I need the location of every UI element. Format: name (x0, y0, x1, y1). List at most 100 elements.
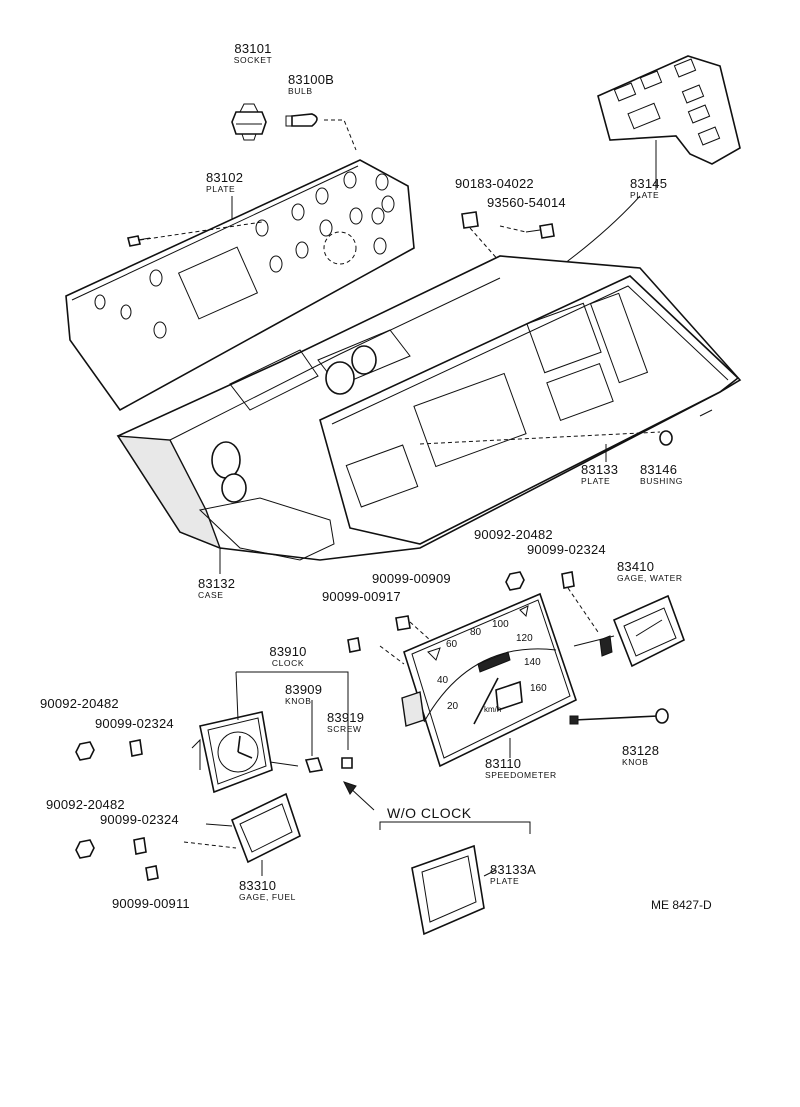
clock-screw-drawing (341, 757, 353, 769)
meter-case-drawing (116, 255, 742, 561)
part-label-90099-00909: 90099-00909 (372, 572, 451, 585)
part-number: 83101 (234, 41, 272, 56)
part-name: KNOB (622, 757, 649, 767)
part-number: 90092-20482 (40, 696, 119, 711)
part-name: PLATE (490, 876, 520, 886)
part-number: 90099-00909 (372, 571, 451, 586)
right-nuts-drawing (505, 571, 599, 633)
part-label-90099-right: 90099-02324 (527, 543, 606, 556)
part-number: 93560-54014 (487, 195, 566, 210)
printed-plate-drawing (65, 159, 415, 412)
part-label-83145: 83145 PLATE (630, 177, 667, 200)
part-label-83919: 83919 SCREW (327, 711, 364, 734)
part-name: SOCKET (233, 55, 273, 65)
part-number: 90099-02324 (100, 812, 179, 827)
speed-tick-80: 80 (470, 627, 482, 638)
left-nuts-drawing (75, 739, 147, 859)
speed-tick-160: 160 (530, 683, 547, 694)
part-label-83910: 83910 CLOCK (269, 645, 306, 668)
part-name: CASE (198, 590, 224, 600)
part-name: PLATE (630, 190, 660, 200)
part-name: BUSHING (640, 476, 683, 486)
tapping-screw-drawing (499, 223, 555, 239)
speed-tick-40: 40 (437, 675, 449, 686)
part-number: 90092-20482 (46, 797, 125, 812)
part-number: 90099-00917 (322, 589, 401, 604)
part-label-83909: 83909 KNOB (285, 683, 322, 706)
part-label-90099-00911: 90099-00911 (112, 897, 190, 910)
part-label-90092-right: 90092-20482 (474, 528, 553, 541)
clock-drawing (191, 671, 349, 794)
speed-tick-60: 60 (446, 639, 458, 650)
part-label-83132: 83132 CASE (198, 577, 235, 600)
part-label-83110: 83110 SPEEDOMETER (485, 757, 557, 780)
speed-tick-20: 20 (447, 701, 459, 712)
part-label-83128: 83128 KNOB (622, 744, 659, 767)
part-number: 83133 (581, 462, 619, 477)
speed-unit: km/h (484, 705, 502, 714)
part-number: 83128 (622, 743, 660, 758)
speed-tick-120: 120 (516, 633, 533, 644)
part-label-83101: 83101 SOCKET (234, 42, 273, 65)
bulb-drawing (285, 113, 357, 151)
part-name: PLATE (581, 476, 611, 486)
part-label-90092-left-upper: 90092-20482 (40, 697, 119, 710)
cover-plate-drawing (411, 844, 497, 936)
upper-right-plate-drawing (597, 55, 741, 165)
part-number: 83132 (198, 576, 236, 591)
part-number: 83310 (239, 878, 277, 893)
part-number: 90099-00911 (112, 896, 190, 911)
part-number: 83102 (206, 170, 244, 185)
part-label-83133: 83133 PLATE (581, 463, 618, 486)
part-number: 83145 (630, 176, 668, 191)
wo-clock-bracket (379, 821, 531, 834)
part-name: GAGE, FUEL (239, 892, 297, 902)
part-label-93560: 93560-54014 (487, 196, 566, 209)
part-number: 83910 (269, 644, 307, 659)
part-number: 90183-04022 (455, 176, 534, 191)
plate-screw-drawing (127, 235, 151, 247)
speed-tick-140: 140 (524, 657, 541, 668)
clock-knob-drawing (304, 700, 324, 773)
part-number: 83100B (288, 72, 335, 87)
part-number: 83133A (490, 862, 537, 877)
part-number: 83110 (485, 756, 522, 771)
part-number: 90099-02324 (95, 716, 174, 731)
part-label-90092-left-lower: 90092-20482 (46, 798, 125, 811)
part-number: 83146 (640, 462, 678, 477)
part-label-83100b: 83100B BULB (288, 73, 334, 96)
part-label-90099-left-lower: 90099-02324 (100, 813, 179, 826)
part-name: SPEEDOMETER (485, 770, 557, 780)
part-name: GAGE, WATER (617, 573, 683, 583)
part-number: 90092-20482 (474, 527, 553, 542)
part-label-90099-00917: 90099-00917 (322, 590, 401, 603)
water-gage-drawing (573, 594, 685, 668)
part-label-83410: 83410 GAGE, WATER (617, 560, 683, 583)
diagram-reference-code: ME 8427-D (651, 898, 712, 912)
part-number: 83410 (617, 559, 655, 574)
socket-drawing (231, 103, 267, 141)
part-label-90099-left-upper: 90099-02324 (95, 717, 174, 730)
trip-knob-drawing (569, 708, 669, 725)
speedometer-screws-drawing (347, 615, 411, 653)
part-label-83133a: 83133A PLATE (490, 863, 536, 886)
fuel-gage-drawing (145, 792, 301, 881)
bushing-drawing (659, 409, 713, 446)
bracket-clip-drawing (461, 211, 501, 263)
part-number: 90099-02324 (527, 542, 606, 557)
part-name: CLOCK (271, 658, 305, 668)
part-name: PLATE (206, 184, 236, 194)
speedometer-drawing (379, 592, 577, 768)
wo-clock-arrowhead (343, 781, 357, 795)
part-name: KNOB (285, 696, 312, 706)
part-label-83146: 83146 BUSHING (640, 463, 683, 486)
part-name: SCREW (327, 724, 362, 734)
wo-clock-label: W/O CLOCK (387, 805, 472, 821)
part-label-83310: 83310 GAGE, FUEL (239, 879, 296, 902)
part-number: 83919 (327, 710, 365, 725)
part-label-90183: 90183-04022 (455, 177, 534, 190)
part-label-83102: 83102 PLATE (206, 171, 243, 194)
speed-tick-100: 100 (492, 619, 509, 630)
